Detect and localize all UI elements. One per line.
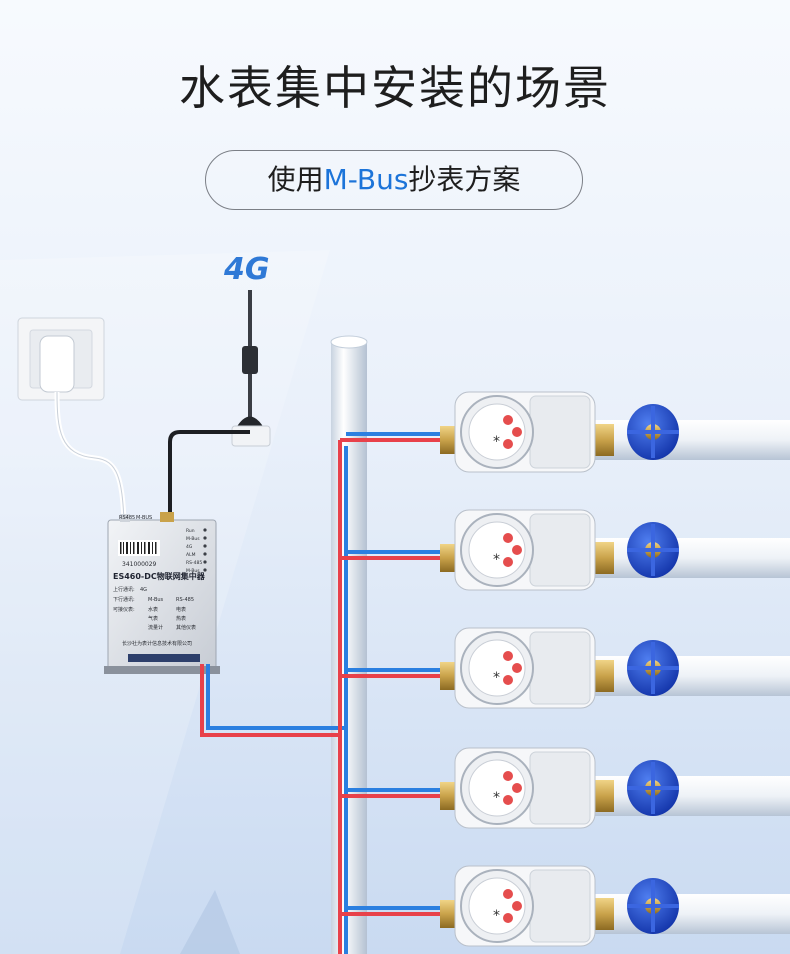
serial-number: 341000029 [122, 561, 157, 568]
meter-row-4: * [340, 747, 790, 829]
indicator-label-2: M-Bus [186, 536, 200, 542]
meter-row-1: * [340, 391, 790, 473]
indicator-label-6: M-Bus [186, 568, 200, 574]
valve-handle-icon [627, 640, 679, 696]
port-label-rs485: RS485 [119, 515, 135, 521]
meter-label: 可接仪表: [113, 606, 135, 613]
water-meter-icon: * [454, 865, 596, 947]
downlink-label: 下行通讯: [113, 596, 135, 603]
subtitle-prefix: 使用 [267, 163, 324, 196]
svg-text:*: * [493, 552, 500, 568]
barcode [118, 540, 160, 556]
indicator-label-4: ALM [186, 552, 196, 558]
meter-option-3: 气表 [148, 615, 158, 622]
antenna-icon [168, 290, 271, 520]
floor-shape [180, 890, 240, 954]
meter-row-2: * [340, 509, 790, 591]
concentrator-device [104, 512, 220, 674]
water-meter-icon: * [454, 509, 596, 591]
meter-option-4: 热表 [176, 615, 186, 622]
downlink-option-2: RS-485 [176, 597, 194, 603]
meter-option-6: 其他仪表 [176, 624, 196, 631]
concentrator-labels: RS485 M-BUS Run M-Bus 4G ALM RS-485 M-Bu… [113, 515, 206, 647]
svg-text:*: * [493, 434, 500, 450]
indicator-label-5: RS-485 [186, 560, 202, 566]
indicator-label-3: 4G [186, 544, 193, 550]
subtitle-pill: 使用M-Bus抄表方案 [205, 150, 583, 210]
page-title: 水表集中安装的场景 [179, 61, 611, 115]
valve-handle-icon [627, 760, 679, 816]
meter-row-5: * [340, 865, 790, 947]
indicator-label-1: Run [186, 528, 195, 534]
valve-handle-icon [627, 878, 679, 934]
meter-row-3: * [340, 627, 790, 709]
water-meter-icon: * [454, 391, 596, 473]
svg-text:*: * [493, 908, 500, 924]
uplink-value: 4G [140, 587, 147, 593]
water-meter-icon: * [454, 747, 596, 829]
uplink-label: 上行通讯: [113, 586, 135, 593]
power-adapter-icon [39, 335, 127, 521]
indicator-leds [203, 528, 207, 572]
company-name: 长沙社为表计信息技术有限公司 [122, 640, 192, 647]
svg-text:*: * [493, 670, 500, 686]
svg-text:*: * [493, 790, 500, 806]
port-label-mbus: M-BUS [136, 515, 152, 521]
main-pipe [331, 340, 367, 954]
valve-handle-icon [627, 404, 679, 460]
network-4g-label: 4G [224, 252, 270, 287]
downlink-option-1: M-Bus [148, 597, 164, 603]
water-meter-icon: * [454, 627, 596, 709]
meter-option-2: 电表 [176, 606, 186, 613]
meter-option-1: 水表 [148, 606, 158, 613]
subtitle-highlight: M-Bus [323, 163, 409, 196]
valve-handle-icon [627, 522, 679, 578]
subtitle-suffix: 抄表方案 [408, 163, 521, 196]
meter-option-5: 流量计 [148, 624, 163, 631]
device-model: ES460-DC物联网集中器 [113, 571, 206, 581]
